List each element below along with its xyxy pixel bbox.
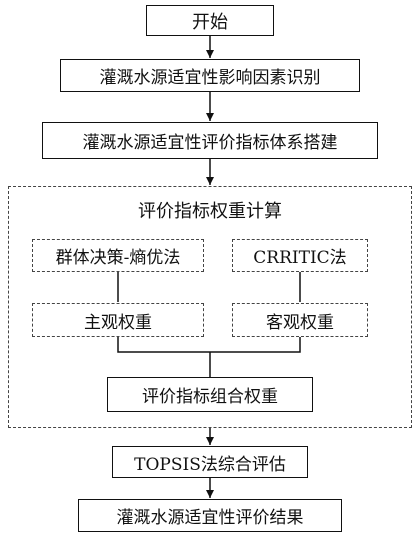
subjective-weight: 主观权重: [32, 303, 204, 337]
evaluation-result: 灌溉水源适宜性评价结果: [78, 499, 342, 532]
line-weights-merge: [117, 337, 301, 353]
weight-calculation-group: 评价指标权重计算: [8, 186, 412, 428]
step-index-system-construction: 灌溉水源适宜性评价指标体系搭建: [42, 122, 378, 159]
group-title: 评价指标权重计算: [138, 201, 282, 222]
method-group-decision-entropy: 群体决策-熵优法: [32, 239, 204, 272]
combined-weight: 评价指标组合权重: [107, 377, 313, 412]
step-factor-identification: 灌溉水源适宜性影响因素识别: [60, 59, 360, 92]
topsis-evaluation: TOPSIS法综合评估: [112, 446, 308, 478]
method-crritic: CRRITIC法: [232, 239, 368, 272]
objective-weight: 客观权重: [232, 303, 368, 337]
start-node: 开始: [146, 5, 274, 36]
